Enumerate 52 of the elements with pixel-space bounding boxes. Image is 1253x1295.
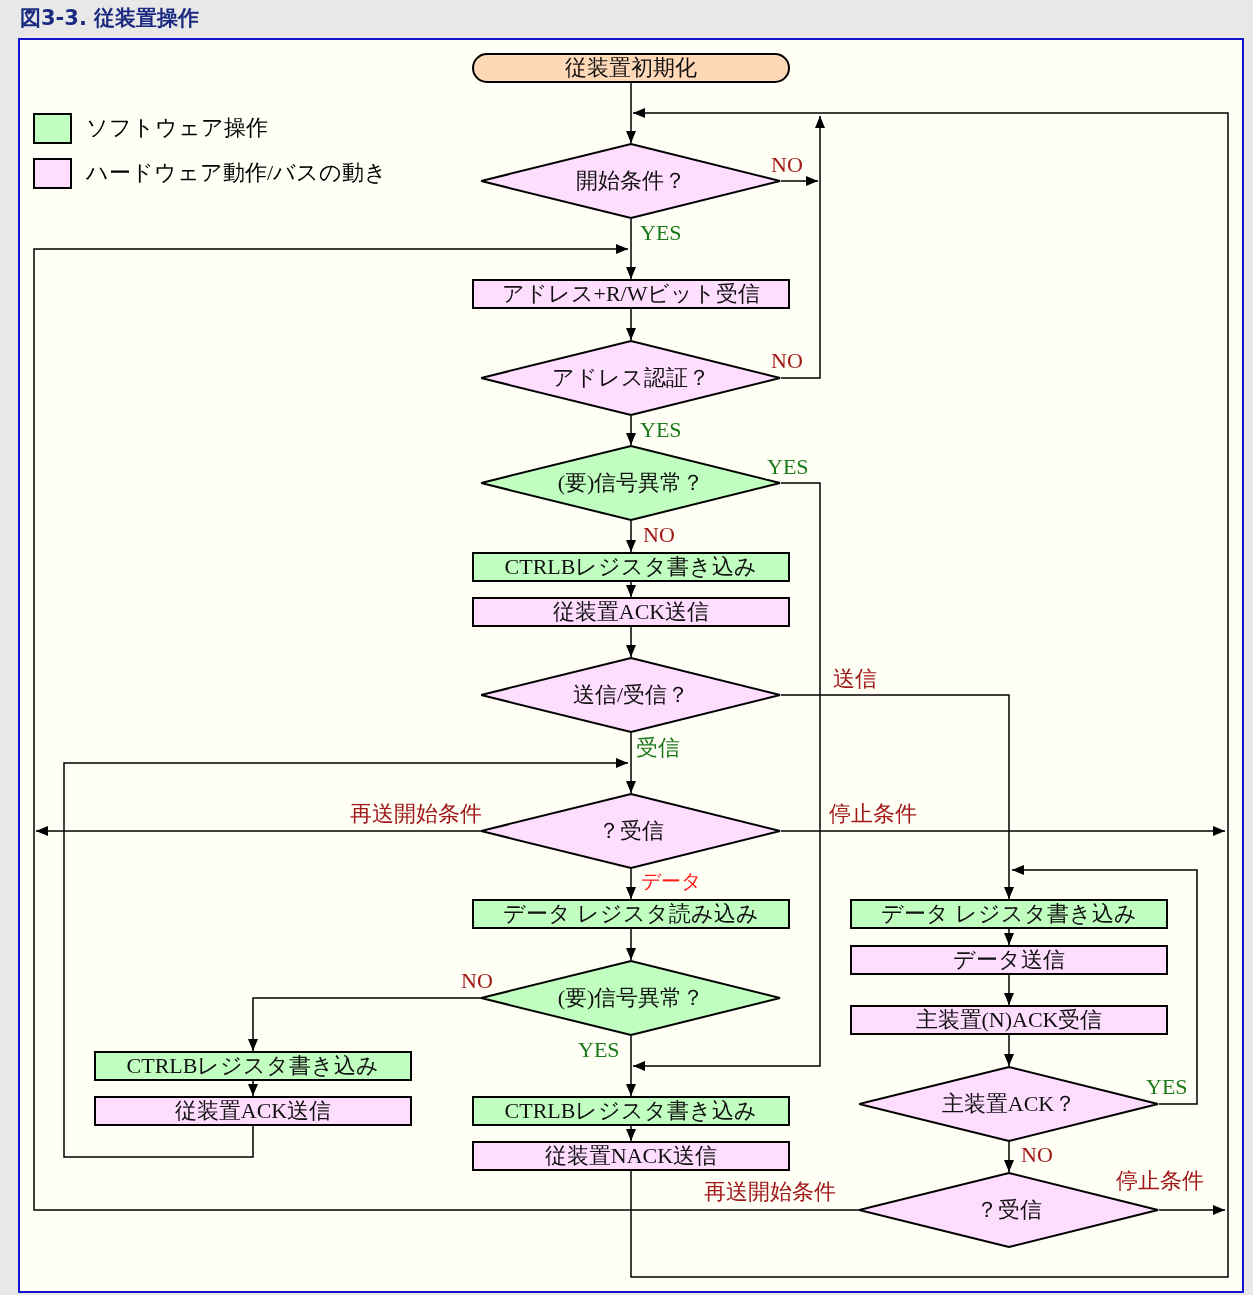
arrow xyxy=(626,1125,636,1142)
process-box: CTRLBレジスタ書き込み xyxy=(94,1051,412,1081)
arrow xyxy=(626,732,636,794)
arrow xyxy=(33,244,860,1211)
arrow xyxy=(1011,865,1198,1105)
process-box: 従装置NACK送信 xyxy=(472,1141,790,1171)
decision-diamond: 送信/受信？ xyxy=(481,657,781,733)
edge-label: 再送開始条件 xyxy=(349,802,483,826)
arrow xyxy=(630,108,1229,1278)
process-box: 従装置ACK送信 xyxy=(94,1096,412,1126)
process-box: 従装置ACK送信 xyxy=(472,597,790,627)
process-box: 主装置(N)ACK受信 xyxy=(850,1005,1168,1035)
process-box: CTRLBレジスタ書き込み xyxy=(472,1096,790,1126)
arrow xyxy=(780,115,825,379)
legend-label: ハードウェア動作/バスの動き xyxy=(86,159,388,187)
arrow xyxy=(248,997,482,1052)
arrow xyxy=(626,626,636,658)
arrow xyxy=(1004,928,1014,946)
process-box: アドレス+R/Wビット受信 xyxy=(472,279,790,309)
arrow xyxy=(1004,974,1014,1006)
arrow xyxy=(626,1035,636,1097)
legend-label: ソフトウェア操作 xyxy=(86,114,268,142)
arrow xyxy=(35,826,482,836)
arrow xyxy=(626,928,636,961)
edge-label: 受信 xyxy=(635,736,681,760)
process-box: CTRLBレジスタ書き込み xyxy=(472,552,790,582)
edge-label: 送信 xyxy=(832,667,878,691)
arrow xyxy=(626,520,636,553)
arrow xyxy=(626,308,636,341)
edge-label: 再送開始条件 xyxy=(703,1180,837,1204)
arrow xyxy=(780,694,1014,900)
arrow xyxy=(626,581,636,598)
terminal-box: 従装置初期化 xyxy=(472,53,790,83)
arrow xyxy=(1158,1205,1226,1215)
arrow xyxy=(780,176,819,186)
edge-label: 停止条件 xyxy=(828,802,918,826)
process-box: データ レジスタ書き込み xyxy=(850,899,1168,929)
process-box: データ レジスタ読み込み xyxy=(472,899,790,929)
arrow xyxy=(780,826,1226,836)
arrow xyxy=(632,482,821,1071)
arrow xyxy=(626,415,636,446)
figure-title: 図3-3. 従装置操作 xyxy=(20,5,200,32)
decision-diamond: ？受信 xyxy=(481,793,781,869)
arrow xyxy=(1004,1141,1014,1173)
arrow xyxy=(248,1080,258,1097)
arrow xyxy=(63,758,629,1158)
arrow xyxy=(626,868,636,900)
process-box: データ送信 xyxy=(850,945,1168,975)
edge-label: 停止条件 xyxy=(1115,1169,1205,1193)
arrow xyxy=(626,218,636,280)
arrow xyxy=(1004,1034,1014,1067)
arrow xyxy=(626,82,636,144)
